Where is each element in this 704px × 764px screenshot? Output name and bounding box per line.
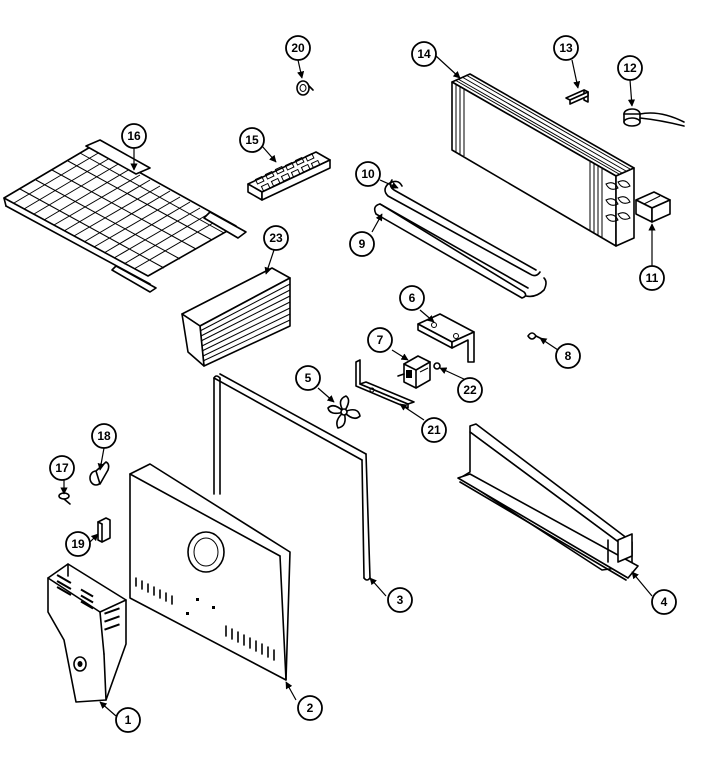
part-16-wire-shelf <box>3 139 247 293</box>
callout-12-label: 12 <box>623 61 637 75</box>
callout-11: 11 <box>639 265 665 291</box>
callout-16: 16 <box>121 123 147 149</box>
callout-2: 2 <box>297 695 323 721</box>
part-2-evaporator-cover <box>129 463 291 681</box>
callout-6: 6 <box>399 285 425 311</box>
callout-8-label: 8 <box>565 349 572 363</box>
part-23-rear-wall-panel <box>181 267 291 367</box>
callout-22-label: 22 <box>463 383 477 397</box>
callout-12: 12 <box>617 55 643 81</box>
callout-7-label: 7 <box>377 333 384 347</box>
callout-17: 17 <box>49 455 75 481</box>
callout-9-label: 9 <box>359 237 366 251</box>
callout-21: 21 <box>421 417 447 443</box>
part-20-small-knob <box>296 80 314 96</box>
callout-7: 7 <box>367 327 393 353</box>
callout-10: 10 <box>355 161 381 187</box>
callout-13-label: 13 <box>559 41 573 55</box>
part-11-terminal-block <box>635 191 671 223</box>
callout-9: 9 <box>349 231 375 257</box>
part-13-mounting-bracket <box>565 89 589 105</box>
callout-18-label: 18 <box>97 429 111 443</box>
callout-20: 20 <box>285 35 311 61</box>
part-19-switch <box>97 517 111 543</box>
callout-15: 15 <box>239 127 265 153</box>
callout-14-label: 14 <box>417 47 431 61</box>
callout-14: 14 <box>411 41 437 67</box>
part-4-drain-trough <box>457 423 639 581</box>
callout-23: 23 <box>263 225 289 251</box>
callout-21-label: 21 <box>427 423 441 437</box>
callout-13: 13 <box>553 35 579 61</box>
part-21-fan-bracket <box>355 359 415 409</box>
part-9-heater-element <box>373 203 547 299</box>
part-17-screw <box>58 492 71 505</box>
callout-4: 4 <box>651 589 677 615</box>
callout-19-label: 19 <box>71 537 85 551</box>
callout-3: 3 <box>387 587 413 613</box>
callout-5-label: 5 <box>305 371 312 385</box>
callout-2-label: 2 <box>307 701 314 715</box>
callout-15-label: 15 <box>245 133 259 147</box>
callout-22: 22 <box>457 377 483 403</box>
part-8-retaining-clip <box>527 332 543 340</box>
part-12-defrost-thermostat <box>623 108 685 127</box>
callout-10-label: 10 <box>361 167 375 181</box>
callout-8: 8 <box>555 343 581 369</box>
callout-19: 19 <box>65 531 91 557</box>
part-14-evaporator-coil <box>451 73 635 247</box>
callout-17-label: 17 <box>55 461 69 475</box>
callout-5: 5 <box>295 365 321 391</box>
callout-20-label: 20 <box>291 41 305 55</box>
callout-16-label: 16 <box>127 129 141 143</box>
part-1-control-housing <box>47 563 127 703</box>
part-6-motor-bracket <box>417 313 475 363</box>
part-18-control-knob <box>89 461 110 486</box>
leader-lines <box>60 55 656 717</box>
callout-6-label: 6 <box>409 291 416 305</box>
part-22-nut <box>433 362 441 370</box>
part-7-fan-motor <box>397 355 431 389</box>
part-5-fan-blade <box>327 395 361 429</box>
part-15-ice-cube-tray <box>247 151 331 201</box>
callout-23-label: 23 <box>269 231 283 245</box>
callout-18: 18 <box>91 423 117 449</box>
part-10-defrost-heater <box>384 179 541 277</box>
callout-1: 1 <box>115 707 141 733</box>
callout-11-label: 11 <box>646 271 659 285</box>
callout-3-label: 3 <box>397 593 404 607</box>
part-3-u-channel-trim <box>213 373 371 581</box>
callout-1-label: 1 <box>125 713 132 727</box>
callout-4-label: 4 <box>661 595 668 609</box>
